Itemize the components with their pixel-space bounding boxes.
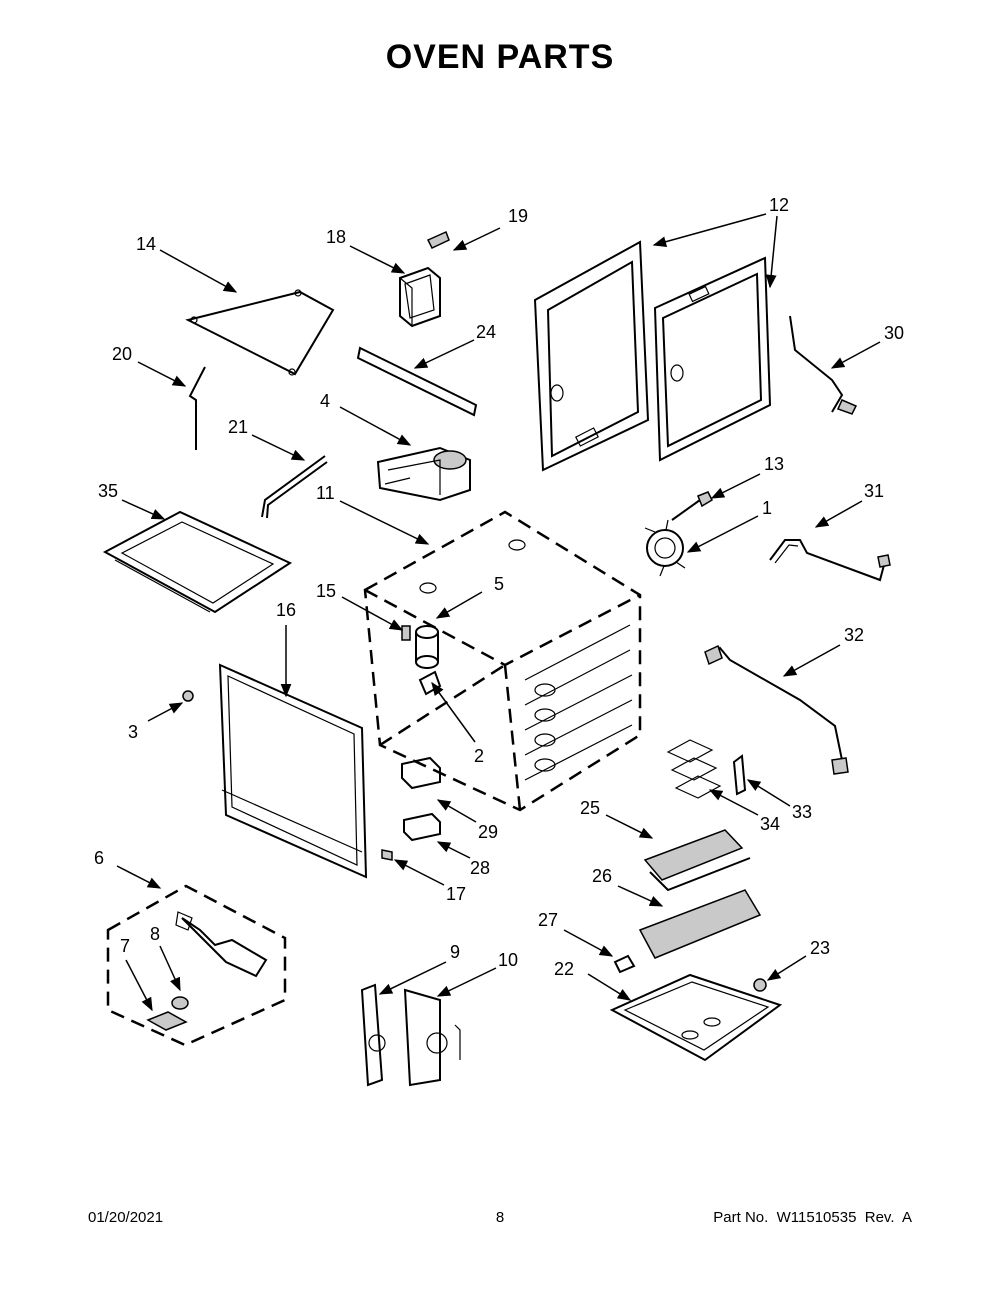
callout-3: 3: [128, 722, 138, 742]
callout-27: 27: [538, 910, 558, 930]
footer-date: 01/20/2021: [88, 1209, 164, 1226]
callout-4: 4: [320, 391, 330, 411]
part-33-clip: [732, 754, 747, 796]
callout-11: 11: [316, 483, 335, 503]
callout-9: 9: [450, 942, 460, 962]
part-34-bracket: [666, 739, 722, 799]
callout-10: 10: [498, 950, 518, 970]
footer-page-number: 8: [495, 1209, 505, 1226]
part-21-rod: [261, 455, 328, 519]
callout-34: 34: [760, 814, 780, 834]
callout-22: 22: [554, 959, 574, 979]
part-24-bar: [356, 346, 478, 417]
part-19-screw: [426, 230, 450, 249]
callout-5: 5: [494, 574, 504, 594]
part-6-lamp-kit: [106, 884, 287, 1047]
part-22-burner-box: [609, 973, 783, 1062]
part-12-side-panels: [533, 240, 772, 472]
part-4-latch-assembly: [376, 446, 471, 502]
part-20-igniter-wire: [188, 366, 206, 450]
part-1-valve: [644, 519, 686, 577]
callout-28: 28: [470, 858, 490, 878]
callout-23: 23: [810, 938, 830, 958]
part-29-block: [401, 756, 441, 790]
callout-8: 8: [150, 924, 160, 944]
callout-1: 1: [762, 498, 772, 518]
part-18-bracket-housing: [399, 266, 441, 328]
part-10-hinge: [403, 988, 461, 1087]
callout-labels: 14 18 19 12 24 20 30 4 21 13 35 11 31 1 …: [94, 195, 904, 979]
part-17-screw: [381, 849, 393, 861]
part-13-bolt: [671, 491, 713, 521]
callout-30: 30: [884, 323, 904, 343]
part-5-cylinder: [415, 625, 439, 669]
part-9-hinge: [360, 983, 386, 1087]
callout-35: 35: [98, 481, 118, 501]
part-23-nut: [753, 978, 767, 992]
callout-13: 13: [764, 454, 784, 474]
part-15-fastener: [401, 625, 411, 641]
footer-part-number: Part No. W11510535 Rev. A: [713, 1209, 912, 1226]
callout-26: 26: [592, 866, 612, 886]
part-25-burner: [643, 829, 751, 892]
part-7-lens: [146, 1011, 188, 1031]
callout-21: 21: [228, 417, 248, 437]
callout-12: 12: [769, 195, 789, 215]
callout-7: 7: [120, 936, 130, 956]
callout-6: 6: [94, 848, 104, 868]
part-16-door-frame: [218, 663, 368, 879]
page-title: OVEN PARTS: [385, 38, 615, 76]
callout-20: 20: [112, 344, 132, 364]
part-11-oven-cavity: [363, 510, 642, 812]
callout-14: 14: [136, 234, 156, 254]
callout-18: 18: [326, 227, 346, 247]
callout-2: 2: [474, 746, 484, 766]
part-30-tube: [789, 315, 858, 415]
part-32-tube: [704, 644, 849, 775]
callout-16: 16: [276, 600, 296, 620]
callout-32: 32: [844, 625, 864, 645]
part-8-bulb: [171, 996, 189, 1010]
callout-25: 25: [580, 798, 600, 818]
callout-31: 31: [864, 481, 884, 501]
callout-15: 15: [316, 581, 336, 601]
leader-lines: [116, 213, 881, 1012]
callout-33: 33: [792, 802, 812, 822]
part-3-nut: [182, 690, 194, 702]
callout-29: 29: [478, 822, 498, 842]
part-35-rack: [102, 510, 293, 614]
part-14-heat-shield: [185, 289, 335, 376]
part-31-tube: [769, 539, 891, 582]
callout-19: 19: [508, 206, 528, 226]
part-26-burner: [638, 889, 762, 959]
callout-24: 24: [476, 322, 496, 342]
part-28-block: [403, 812, 441, 842]
callout-17: 17: [446, 884, 466, 904]
part-27-clip: [613, 954, 636, 974]
